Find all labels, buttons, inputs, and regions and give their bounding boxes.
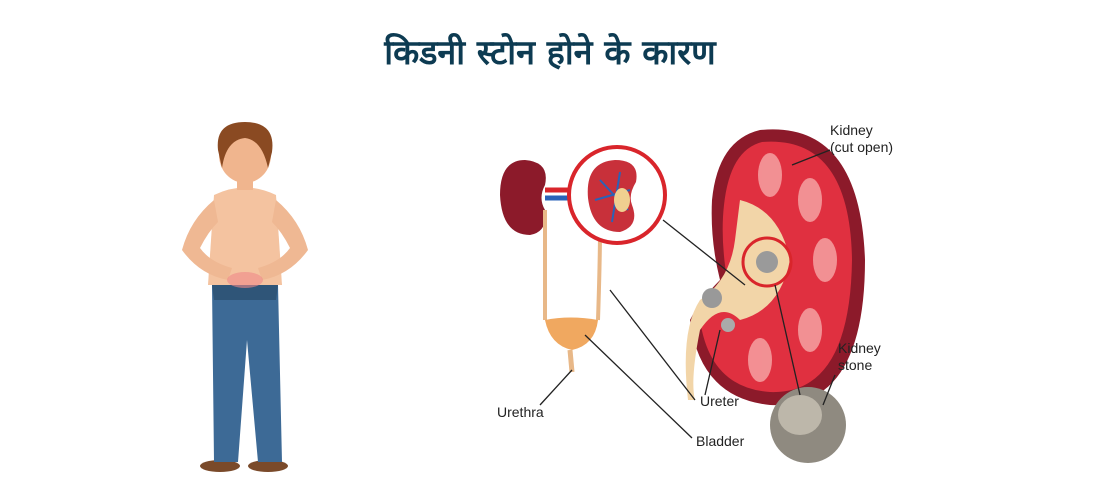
label-line: stone [838,357,873,373]
label-urethra: Urethra [497,404,544,420]
kidney-diagram [500,145,667,373]
label-kidney-cut-open: Kidney (cut open) [830,122,893,156]
label-line: (cut open) [830,139,894,155]
label-line: Kidney [838,340,881,356]
label-ureter: Ureter [700,393,739,409]
label-bladder: Bladder [696,433,745,449]
page-title: किडनी स्टोन होने के कारण [384,33,716,73]
label-kidney-stone: Kidney stone [838,340,881,374]
man-back-pain-figure [182,122,308,472]
leader-lines [539,149,836,439]
kidney-cut-open [685,129,865,406]
label-line: Kidney [830,122,873,138]
